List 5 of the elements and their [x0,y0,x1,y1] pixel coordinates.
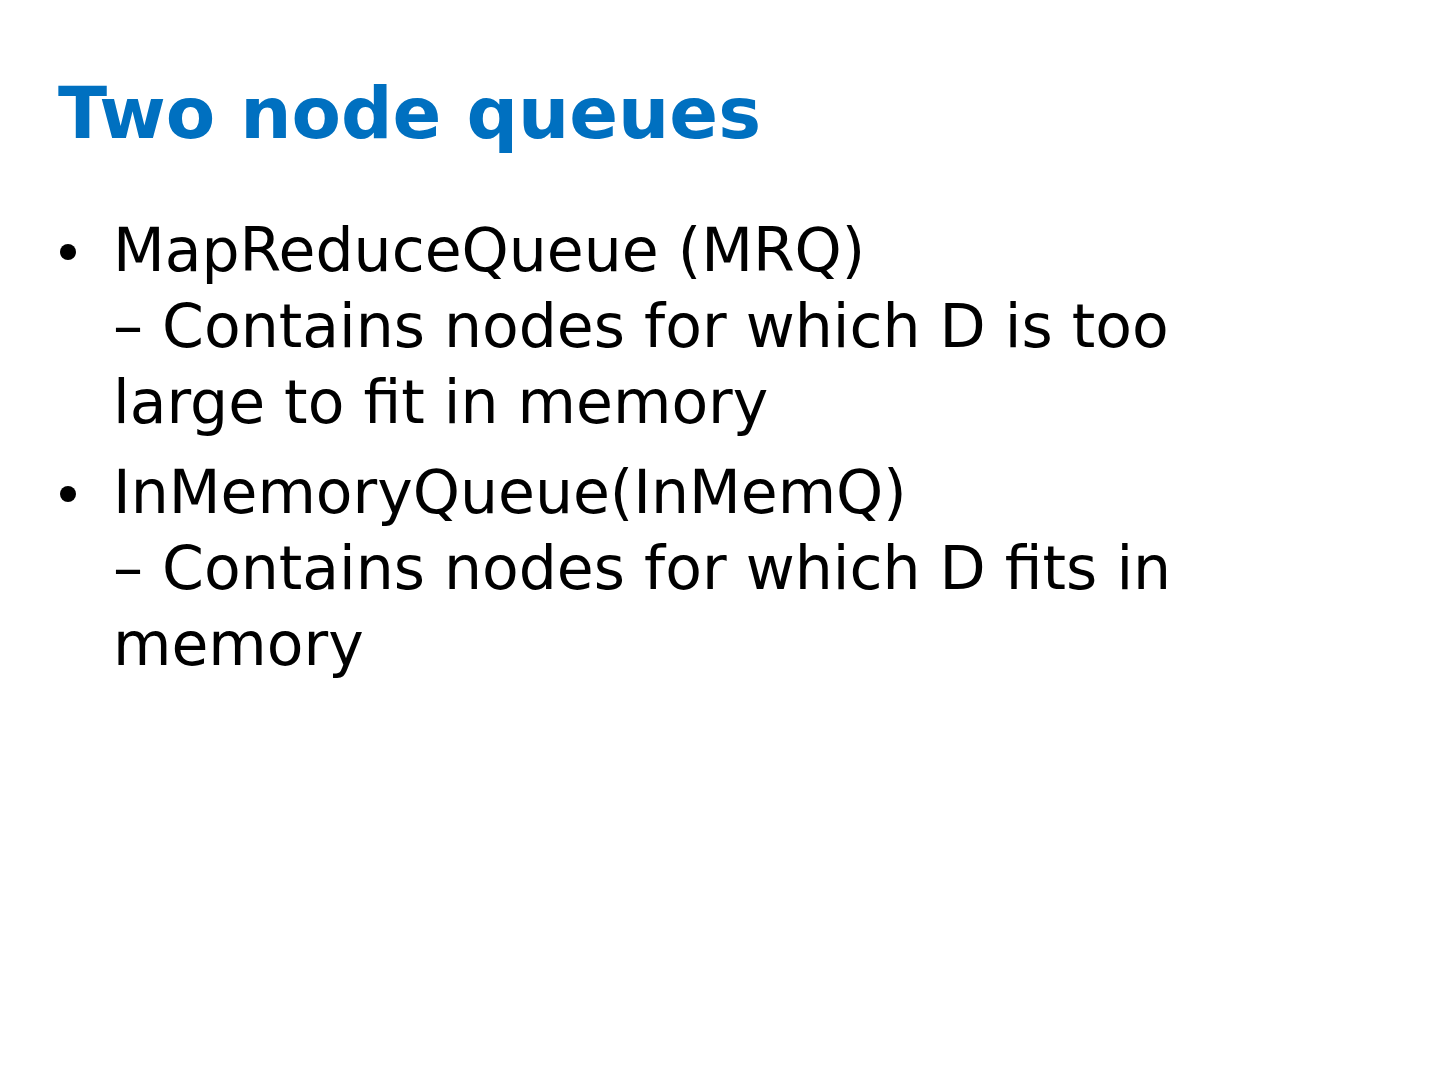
sub-item-text: – Contains nodes for which D fits in memory [113,532,1173,681]
bullet-text: InMemoryQueue(InMemQ) [113,456,908,529]
sub-item-text: – Contains nodes for which D is too large to fit in memory [113,290,1170,439]
bullet-text: MapReduceQueue (MRQ) [113,214,867,287]
slide-title: Two node queues [58,70,761,157]
